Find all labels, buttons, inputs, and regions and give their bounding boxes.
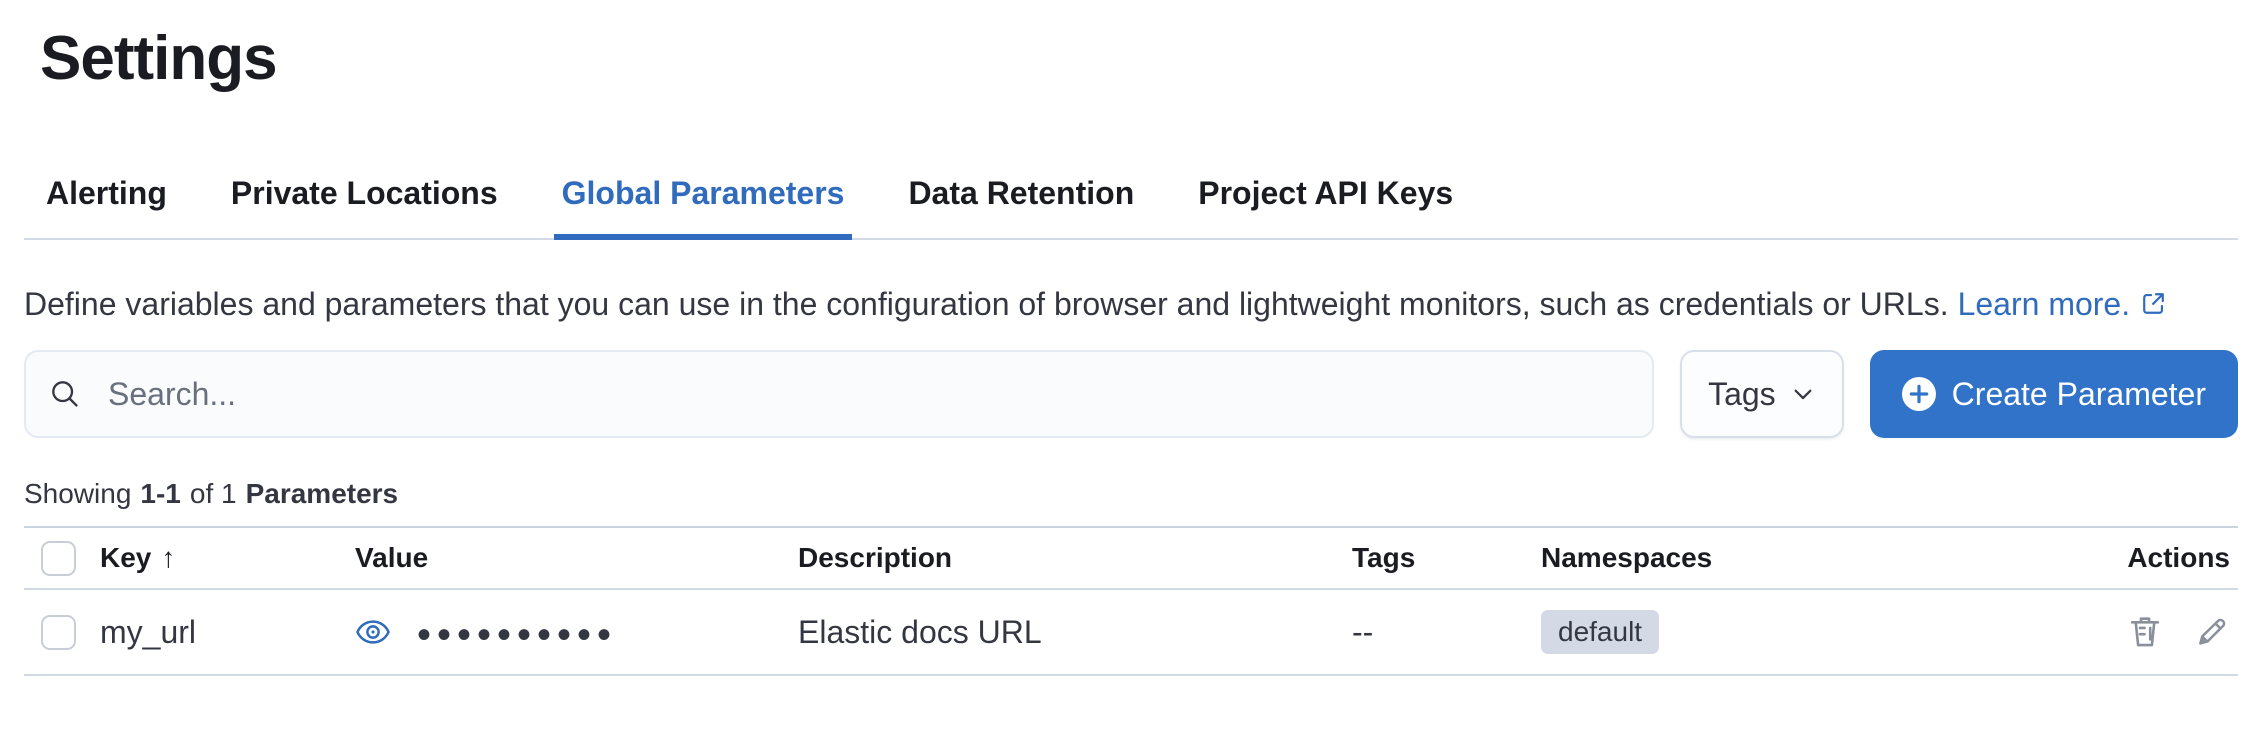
table-row: my_url •••••••••• Elastic docs URL -- de bbox=[24, 590, 2238, 677]
header-checkbox-cell bbox=[24, 540, 100, 576]
tags-filter-button[interactable]: Tags bbox=[1680, 350, 1844, 439]
key-cell: my_url bbox=[100, 613, 197, 650]
tab-global-parameters[interactable]: Global Parameters bbox=[553, 174, 853, 241]
column-header-value: Value bbox=[355, 542, 429, 574]
parameters-toolbar: Tags Create Parameter bbox=[24, 350, 2238, 439]
summary-of: of 1 bbox=[189, 478, 237, 510]
column-header-actions: Actions bbox=[2127, 542, 2230, 574]
tags-cell: -- bbox=[1352, 613, 1374, 650]
column-header-key[interactable]: Key ↑ bbox=[100, 542, 355, 574]
plus-in-circle-icon bbox=[1901, 377, 1936, 412]
show-value-button[interactable] bbox=[355, 614, 391, 650]
tab-private-locations[interactable]: Private Locations bbox=[230, 175, 498, 212]
summary-range: 1-1 bbox=[140, 478, 181, 510]
settings-tabs: Alerting Private Locations Global Parame… bbox=[24, 174, 2238, 241]
delete-parameter-button[interactable] bbox=[2126, 613, 2164, 651]
learn-more-link[interactable]: Learn more. bbox=[1958, 286, 2168, 322]
value-cell: •••••••••• bbox=[355, 609, 798, 655]
search-icon bbox=[48, 377, 82, 411]
summary-showing: Showing bbox=[24, 478, 132, 510]
create-parameter-label: Create Parameter bbox=[1951, 375, 2206, 412]
sort-ascending-icon: ↑ bbox=[161, 542, 176, 574]
row-checkbox-cell bbox=[24, 614, 100, 650]
tags-filter-label: Tags bbox=[1708, 375, 1776, 412]
column-header-namespaces: Namespaces bbox=[1541, 542, 1713, 574]
namespace-badge: default bbox=[1541, 610, 1660, 655]
tab-project-api-keys[interactable]: Project API Keys bbox=[1198, 175, 1454, 212]
settings-page: Settings Alerting Private Locations Glob… bbox=[0, 22, 2262, 677]
table-header-row: Key ↑ Value Description Tags Namespaces … bbox=[24, 528, 2238, 591]
page-description: Define variables and parameters that you… bbox=[24, 280, 2238, 328]
namespaces-cell: default bbox=[1541, 610, 2038, 655]
page-title: Settings bbox=[40, 24, 278, 93]
parameters-table: Key ↑ Value Description Tags Namespaces … bbox=[24, 526, 2238, 677]
actions-cell bbox=[2038, 613, 2238, 651]
key-header-label: Key bbox=[100, 542, 152, 574]
summary-entity: Parameters bbox=[245, 478, 399, 510]
row-checkbox[interactable] bbox=[41, 614, 76, 650]
pencil-icon bbox=[2194, 614, 2230, 650]
results-summary: Showing 1-1 of 1 Parameters bbox=[24, 478, 2238, 510]
chevron-down-icon bbox=[1790, 381, 1816, 407]
masked-value: •••••••••• bbox=[417, 613, 618, 658]
tab-data-retention[interactable]: Data Retention bbox=[908, 175, 1135, 212]
column-header-description: Description bbox=[798, 542, 953, 574]
description-text: Define variables and parameters that you… bbox=[24, 286, 1949, 323]
external-link-icon bbox=[2140, 290, 2167, 317]
description-cell: Elastic docs URL bbox=[798, 613, 1042, 650]
search-input[interactable] bbox=[24, 350, 1655, 439]
create-parameter-button[interactable]: Create Parameter bbox=[1869, 350, 2238, 439]
select-all-checkbox[interactable] bbox=[41, 540, 76, 576]
search-field bbox=[24, 350, 1655, 439]
tab-alerting[interactable]: Alerting bbox=[46, 175, 167, 212]
edit-parameter-button[interactable] bbox=[2194, 614, 2230, 650]
trash-icon bbox=[2126, 613, 2164, 651]
learn-more-label: Learn more. bbox=[1957, 286, 2131, 323]
eye-icon bbox=[355, 614, 391, 650]
column-header-tags: Tags bbox=[1352, 542, 1416, 574]
